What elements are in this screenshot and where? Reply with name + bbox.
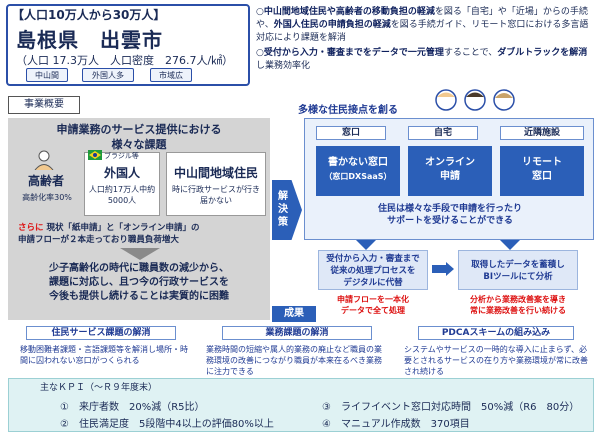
kpi-item-2: ② 住民満足度 5段階中4以上の評価80%以上	[60, 419, 274, 430]
issues-title-line: 申請業務のサービス提供における	[56, 123, 222, 136]
issue-text: 現状「紙申請」と「オンライン申請」の	[46, 223, 200, 233]
result-desc-pdca: システムやサービスの一時的な導入に止まらず、必要とされるサービスの在り方や業務環…	[404, 345, 588, 376]
flow-result-line: 常に業務改善を行い続ける	[470, 306, 566, 315]
section-label: 事業概要	[8, 96, 80, 114]
bullet-text: を図る手続ガイド、リモート窓口における多言語対応により課題を解消	[256, 20, 589, 43]
city-name: 島根県 出雲市	[16, 28, 163, 52]
bullet-text: することで、	[443, 48, 498, 58]
right-arrow-icon	[432, 262, 454, 276]
solution-label: 解決策	[278, 191, 288, 228]
bullet-mark: ○	[256, 48, 264, 58]
staff-shortage-statement: 少子高齢化の時代に職員数の減少から、 課題に対応し、且つ今の行政サービスを 今後…	[12, 262, 266, 304]
flow-line: デジタルに代替	[343, 278, 403, 288]
flow-line: 従来の処理プロセスを	[330, 266, 416, 276]
statement-line: 今後も提供し続けることは実質的に困難	[49, 291, 229, 302]
city-stats: （人口 17.3万人 人口密度 276.7人/㎢）	[16, 54, 234, 67]
column-head-counter: 窓口	[316, 126, 386, 140]
tag-chusankan: 中山間	[26, 68, 68, 82]
flow-result-line: 申請フローを一本化	[337, 295, 409, 304]
bullet-bold: 中山間地域住民や高齢者の移動負担の軽減	[263, 7, 435, 17]
group-heading-elderly: 高齢者	[27, 174, 64, 188]
group-text-elderly: 高齢化率30%	[22, 193, 72, 202]
kpi-panel	[8, 378, 594, 432]
channel-box-online: オンライン 申請	[408, 146, 492, 196]
bullet-bold: 外国人住民の申請負担の軽減	[273, 20, 391, 30]
sarani-label: さらに	[18, 223, 44, 233]
bullet-bold: ダブルトラックを解消	[497, 48, 588, 58]
bullet-text: を図る「自宅」や「近場」からの手続や、	[256, 7, 588, 30]
issue-line-2: 申請フローが２本走っており職員負荷増大	[18, 235, 179, 245]
result-desc-operations: 業務時間の短縮や属人的業務の廃止など職員の業務環境の改善につながり職員が本来在る…	[206, 345, 382, 376]
diverse-touchpoints-headline: 多様な住民接点を創る	[298, 105, 398, 116]
summary-bullets: ○中山間地域住民や高齢者の移動負担の軽減を図る「自宅」や「近場」からの手続や、外…	[256, 6, 596, 75]
column-head-nearby: 近隣施設	[500, 126, 584, 140]
result-label: 成果	[272, 306, 316, 322]
residents-icon	[435, 89, 515, 111]
kpi-title: 主なＫＰＩ（～Ｒ９年度末）	[40, 383, 158, 393]
population-range: 【人口10万人から30万人】	[12, 8, 166, 22]
channel-box-remote: リモート 窓口	[500, 146, 584, 196]
bullet-mark: ○	[256, 7, 264, 17]
bullet-1: ○中山間地域住民や高齢者の移動負担の軽減を図る「自宅」や「近場」からの手続や、外…	[256, 6, 596, 45]
tag-foreigners: 外国人多	[82, 68, 134, 82]
flow-result-analytics: 分析から業務改善案を導き 常に業務改善を行い続ける	[458, 294, 578, 316]
tag-wide-area: 市域広	[150, 68, 192, 82]
bullet-bold: 受付から入力・審査までをデータで一元管理	[263, 48, 444, 58]
result-title-pdca: PDCAスキームの組み込み	[418, 326, 574, 340]
group-box-mountain	[166, 152, 266, 216]
result-title-resident: 住民サービス課題の解消	[26, 326, 176, 340]
kpi-item-4: ④ マニュアル作成数 370項目	[322, 419, 470, 430]
flow-result-line: データで全て処理	[341, 306, 405, 315]
group-text-foreigners: 人口約17万人中約5000人	[88, 185, 156, 205]
flow-result-line: 分析から業務改善案を導き	[470, 295, 566, 304]
group-heading-mountain: 中山間地域住民	[173, 166, 258, 180]
support-statement: 住民は様々な手段で申請を行ったり サポートを受けることができる	[330, 203, 570, 227]
group-box-foreigners	[84, 152, 160, 216]
channel-line: リモート	[522, 157, 562, 168]
issues-title-line: 様々な課題	[111, 138, 167, 151]
support-line: 住民は様々な手段で申請を行ったり	[377, 204, 522, 214]
flow-box-analytics: 取得したデータを蓄積し BIツールにて分析	[458, 250, 578, 290]
flow-line: 取得したデータを蓄積し	[471, 260, 565, 270]
column-head-home: 自宅	[408, 126, 478, 140]
down-arrow-icon	[120, 248, 160, 260]
channel-line: 申請	[440, 171, 460, 182]
channel-line: 書かない窓口	[328, 157, 388, 168]
kpi-item-3: ③ ライフイベント窓口対応時間 50%減（R6 80分）	[322, 402, 580, 413]
elderly-person-icon	[34, 150, 54, 170]
issue-line-1: さらに 現状「紙申請」と「オンライン申請」の	[18, 222, 266, 234]
flow-box-unify: 受付から入力・審査まで 従来の処理プロセスを デジタルに代替	[318, 250, 428, 290]
channel-line: オンライン	[425, 157, 475, 168]
support-line: サポートを受けることができる	[387, 216, 513, 226]
bullet-2: ○受付から入力・審査までをデータで一元管理することで、ダブルトラックを解消し業務…	[256, 47, 596, 73]
flow-line: BIツールにて分析	[483, 272, 553, 282]
kpi-item-1: ① 来庁者数 20%減（R5比）	[60, 402, 205, 413]
group-heading-foreigners: 外国人	[103, 166, 140, 180]
channel-box-counter: 書かない窓口 （窓口DXSaaS）	[316, 146, 400, 196]
channel-line: （窓口DXSaaS）	[324, 172, 392, 181]
statement-line: 課題に対応し、且つ今の行政サービスを	[49, 277, 229, 288]
flow-result-unify: 申請フローを一本化 データで全て処理	[318, 294, 428, 316]
issue-statement: さらに 現状「紙申請」と「オンライン申請」の 申請フローが２本走っており職員負荷…	[18, 222, 266, 246]
group-text-mountain: 時に行政サービスが行き届かない	[172, 185, 260, 205]
result-desc-resident: 移動困難者課題・言語課題等を解消し場所・時間に囚われない窓口がつくられる	[20, 345, 188, 365]
channel-line: 窓口	[532, 171, 552, 182]
down-arrow-icon	[356, 240, 376, 250]
issues-panel	[8, 118, 270, 320]
down-arrow-icon	[500, 240, 520, 250]
flow-line: 受付から入力・審査まで	[326, 254, 420, 264]
statement-line: 少子高齢化の時代に職員数の減少から、	[49, 263, 229, 274]
issues-title: 申請業務のサービス提供における 様々な課題	[8, 122, 270, 152]
result-title-operations: 業務課題の解消	[222, 326, 372, 340]
brazil-flag-icon	[88, 150, 102, 160]
group-note-foreigners: ブラジル等	[104, 152, 139, 160]
bullet-text: し業務効率化	[256, 61, 311, 71]
